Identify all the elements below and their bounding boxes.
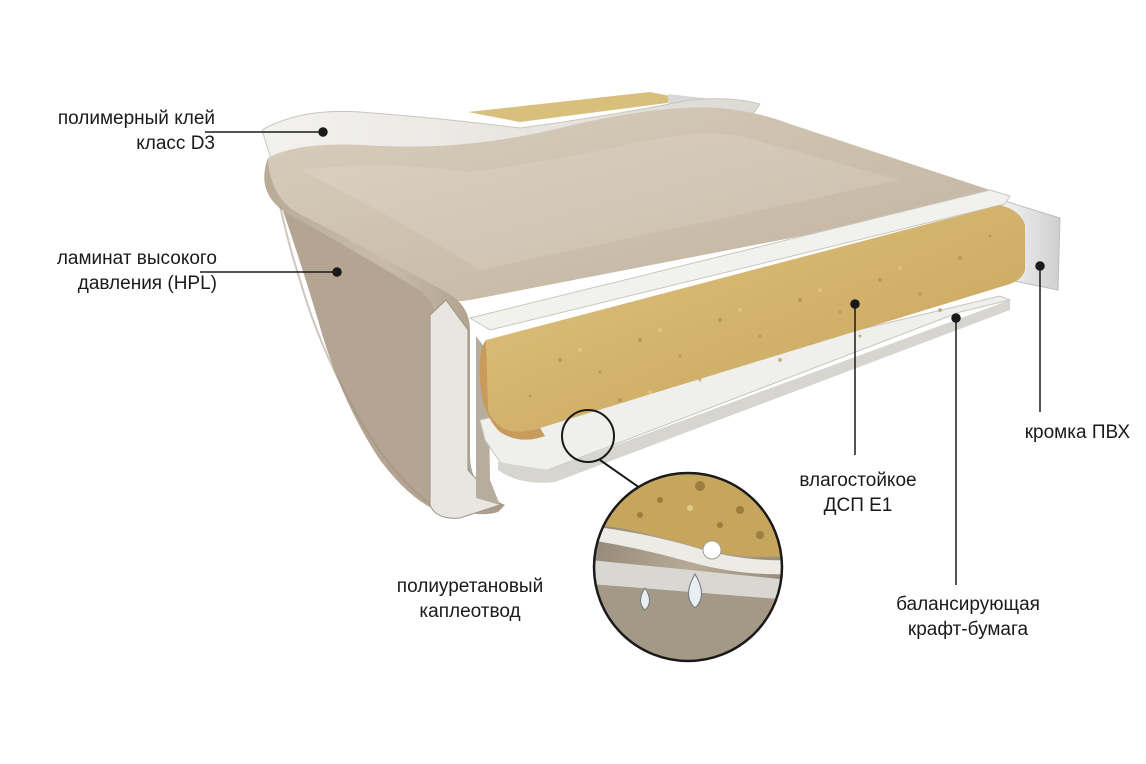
chipboard-back-strip bbox=[468, 92, 690, 122]
chipboard-slab-top bbox=[486, 205, 1025, 432]
zoom-circle-border bbox=[592, 471, 784, 663]
label-kraft-line1: балансирующая bbox=[896, 594, 1040, 615]
label-chipboard-line2: ДСП Е1 bbox=[823, 495, 893, 516]
zoom-connector-line bbox=[599, 459, 641, 489]
label-kraft: балансирующая крафт-бумага bbox=[878, 592, 1058, 642]
zoom-detail bbox=[594, 473, 782, 661]
label-hpl-line1: ламинат высокого bbox=[56, 248, 217, 269]
label-drip-line2: каплеотвод bbox=[419, 601, 521, 622]
chipboard-slab-front bbox=[479, 340, 545, 440]
label-hpl: ламинат высокого давления (HPL) bbox=[0, 246, 217, 296]
label-chipboard-line1: влагостойкое bbox=[799, 470, 917, 491]
label-glue: полимерный клей класс D3 bbox=[0, 106, 215, 156]
label-hpl-line2: давления (HPL) bbox=[77, 273, 217, 294]
detail-marker-circle bbox=[561, 409, 615, 463]
label-drip: полиуретановый каплеотвод bbox=[380, 574, 560, 624]
label-drip-line1: полиуретановый bbox=[396, 576, 544, 597]
label-edge-line1: кромка ПВХ bbox=[1024, 422, 1130, 443]
label-glue-line1: полимерный клей bbox=[57, 108, 215, 129]
upper-glue-sheet bbox=[468, 189, 1011, 331]
laminate-top-surface bbox=[264, 107, 993, 302]
label-kraft-line2: крафт-бумага bbox=[907, 619, 1029, 640]
label-chipboard: влагостойкое ДСП Е1 bbox=[783, 468, 933, 518]
label-glue-line2: класс D3 bbox=[136, 133, 215, 154]
label-edge: кромка ПВХ bbox=[980, 420, 1130, 445]
